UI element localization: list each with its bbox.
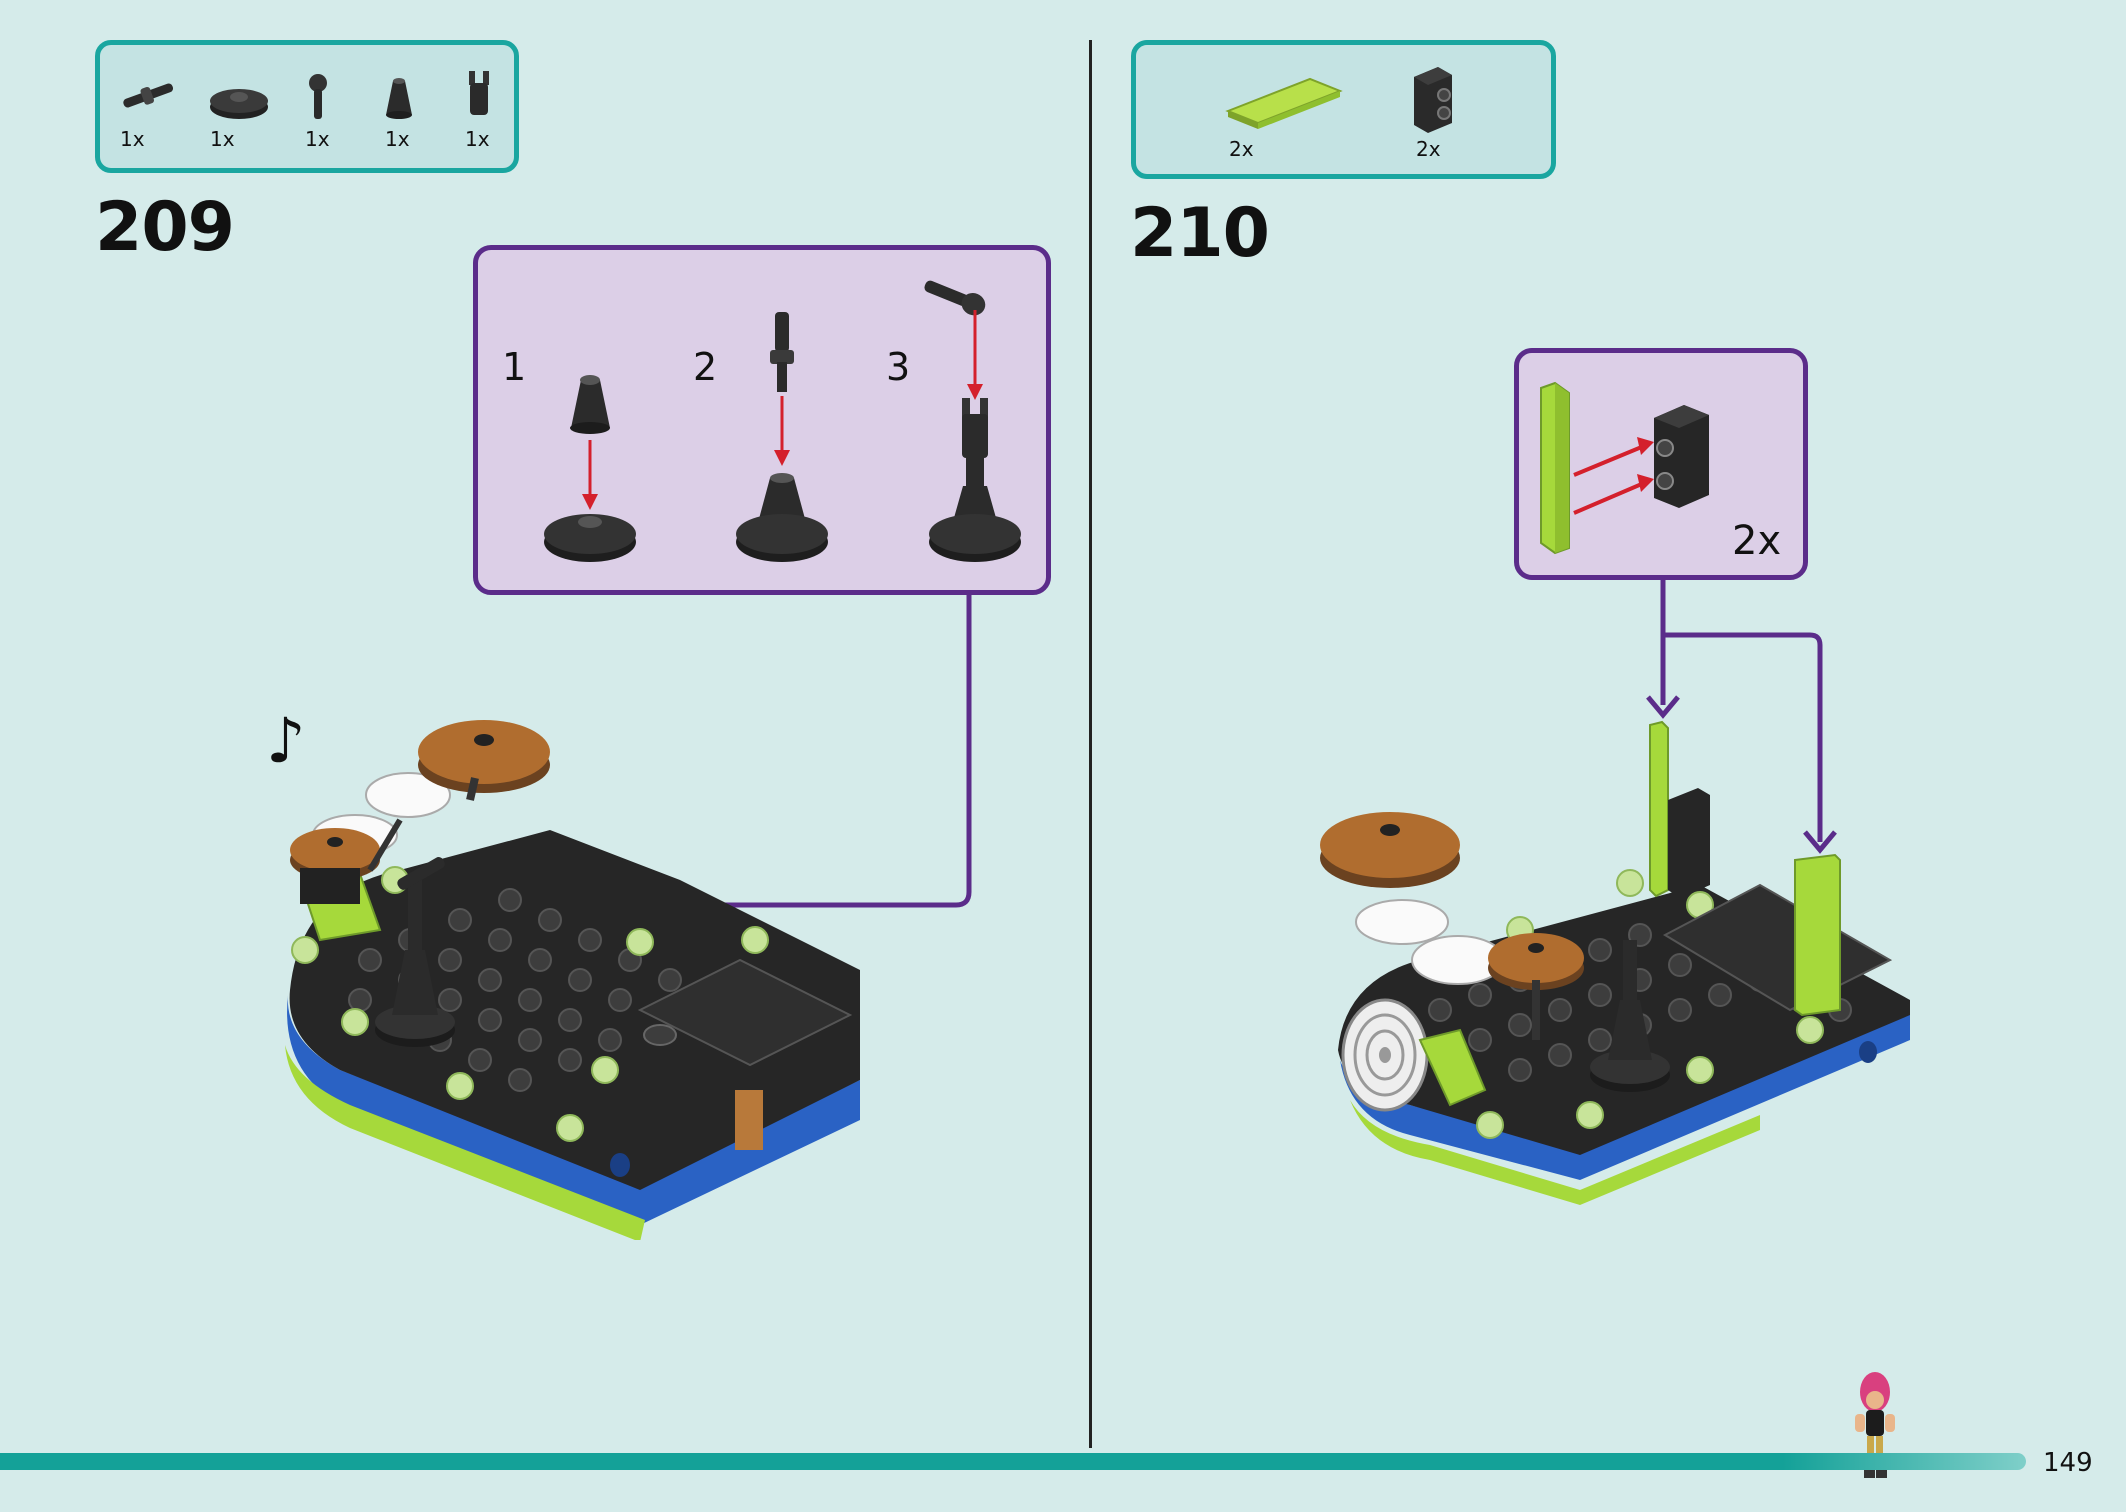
part-brick-with-studs [1408, 63, 1458, 135]
black-brick-with-studs-icon [1414, 67, 1452, 133]
part-round-plate [208, 85, 270, 121]
part-clip-holder [462, 67, 496, 123]
progress-bar [0, 1453, 2026, 1470]
substep-1-illustration [544, 375, 636, 562]
parts-list-210: 2x 2x [1131, 40, 1556, 179]
substep-number-3: 3 [886, 345, 911, 389]
callout-connector-210 [1646, 580, 1837, 854]
part-qty: 1x [210, 127, 235, 151]
part-bar-with-clip [118, 75, 178, 115]
black-clip-holder-icon [469, 71, 489, 115]
page-number: 149 [2043, 1448, 2093, 1478]
substep-2-illustration [736, 312, 828, 562]
callout-209: 1 2 3 [473, 245, 1051, 595]
part-lime-tile [1224, 73, 1344, 133]
part-cone [382, 75, 416, 121]
step-number-209: 209 [95, 188, 235, 267]
lime-tile-icon [1225, 77, 1343, 129]
substep-illustrations [544, 280, 1021, 562]
callout-210: 2x [1514, 348, 1808, 580]
part-qty: 2x [1229, 137, 1254, 161]
black-round-plate-icon [210, 89, 268, 119]
step-number-210: 210 [1130, 194, 1270, 273]
part-qty: 1x [465, 127, 490, 151]
step-210-model [1320, 720, 1910, 1205]
part-qty: 1x [385, 127, 410, 151]
music-note-icon: ♪ [266, 704, 306, 777]
substep-number-2: 2 [693, 345, 718, 389]
part-microphone [303, 73, 333, 123]
step-209-model [285, 720, 860, 1240]
substep-3-illustration [924, 280, 1021, 562]
parts-list-209: 1x 1x 1x 1x 1x [95, 40, 519, 173]
black-microphone-icon [309, 74, 327, 119]
page-divider [1089, 40, 1092, 1448]
substep-number-1: 1 [502, 345, 527, 389]
black-bar-with-clip-icon [123, 83, 174, 108]
part-qty: 2x [1416, 137, 1441, 161]
callout-210-illustration [1540, 381, 1709, 555]
part-qty: 1x [120, 127, 145, 151]
callout-multiplier: 2x [1732, 518, 1782, 564]
part-qty: 1x [305, 127, 330, 151]
black-cone-icon [386, 78, 412, 119]
